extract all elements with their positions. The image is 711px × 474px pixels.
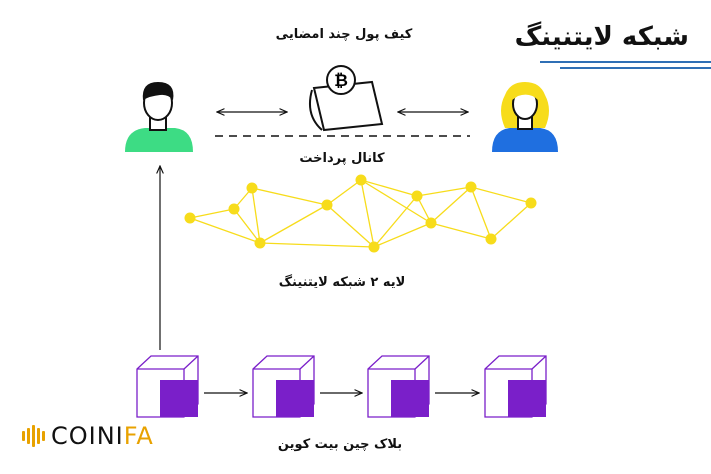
lightning-network [189, 179, 532, 248]
title-underline-2 [560, 67, 711, 69]
svg-text:₿: ₿ [334, 71, 348, 91]
coinifa-logo: COINIFA [22, 422, 154, 450]
blockchain-label: بلاک چین بیت کوین [277, 437, 403, 452]
right-person-icon [492, 82, 558, 152]
block-4 [484, 355, 547, 418]
left-person-icon [125, 82, 193, 152]
coinifa-logo-icon [22, 425, 45, 447]
multisig-wallet-label: کیف پول چند امضایی [275, 27, 413, 42]
logo-text-accent: FA [123, 422, 154, 450]
title-underline [540, 61, 711, 63]
lightning-nodes [184, 174, 537, 253]
logo-text-main: COINI [51, 422, 124, 450]
page-title: شبکه لایتنینگ [514, 22, 689, 52]
logo-text: COINIFA [51, 422, 154, 450]
block-3 [367, 355, 430, 418]
block-2 [252, 355, 315, 418]
layer2-label: لایه ۲ شبکه لایتنینگ [278, 275, 406, 290]
payment-channel-label: کانال پرداخت [299, 151, 385, 166]
bitcoin-wallet-icon: ₿ [309, 65, 384, 132]
block-1 [136, 355, 199, 418]
